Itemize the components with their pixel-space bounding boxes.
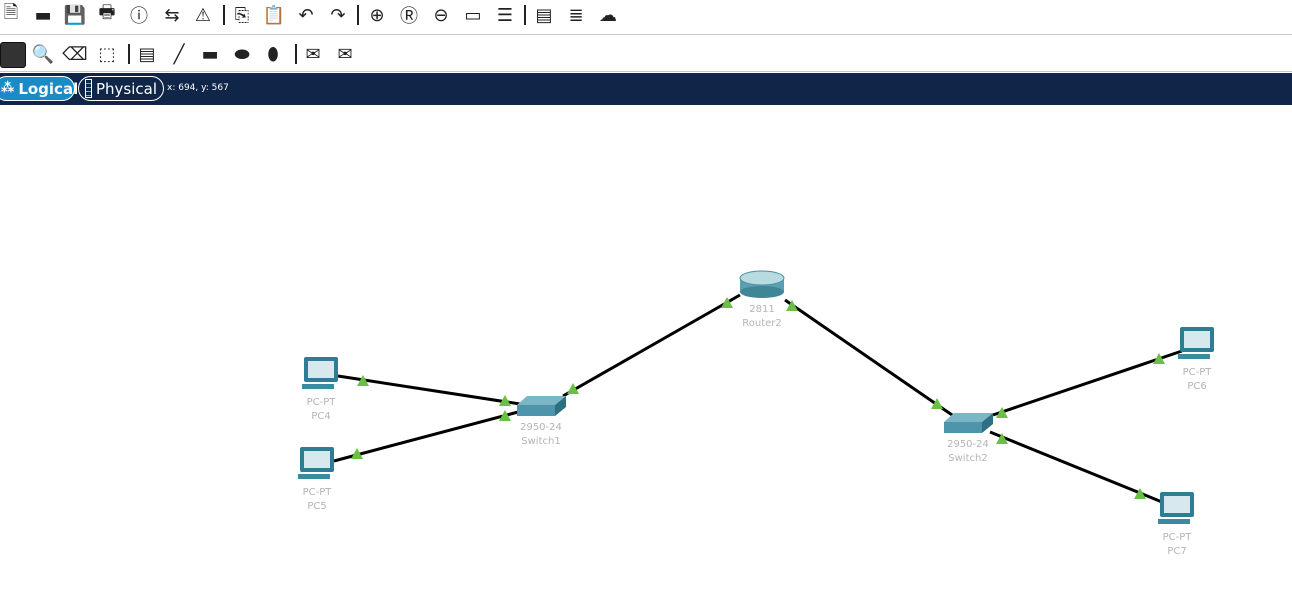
link-status-up-indicator [996,433,1008,444]
device-name-label: PC6 [1187,381,1206,392]
pc-icon [302,357,338,389]
cloud-view-icon[interactable]: ☁ [599,4,617,26]
device-model-label: PC-PT [307,397,337,408]
activity-wizard-icon[interactable]: ⇆ [164,4,180,26]
tab-logical-label: Logical [18,79,79,98]
link-status-up-indicator [1134,488,1146,499]
device-model-label: 2811 [749,304,774,315]
link-status-up-indicator [1153,353,1165,364]
pc-icon [1178,327,1214,359]
resize-icon[interactable]: ⬚ [98,43,116,65]
divider [0,71,1292,72]
ellipse-icon[interactable]: ⬬ [234,43,250,65]
link-router2-switch2[interactable] [784,298,956,419]
link-switch2-pc6[interactable] [992,349,1183,417]
device-name-label: Switch1 [521,436,560,447]
link-status-up-indicator [721,297,733,308]
simple-pdu-icon[interactable]: ✉ [305,43,321,65]
inspect-icon[interactable]: 🔍 [31,43,55,65]
link-status-up-indicator [499,410,511,421]
drawing-toolbar: 🔍 ⌫ ⬚ ▤ ╱ ▬ ⬬ ⬮ ✉ ✉ [0,36,1292,71]
device-name-label: Router2 [742,318,782,329]
note-icon[interactable]: ▤ [138,43,156,65]
toolbar-separator [357,5,359,25]
toolbar-separator [128,44,130,64]
zoom-out-icon[interactable]: ⊖ [433,4,449,26]
link-status-up-indicator [499,395,511,406]
device-name-label: PC4 [311,411,330,422]
link-switch2-pc7[interactable] [989,430,1163,504]
new-file-icon[interactable]: 🗎 [3,2,19,23]
print-icon[interactable]: 🖶 [98,2,116,23]
save-icon[interactable]: 💾 [63,4,87,26]
copy-icon[interactable]: ⎘ [234,4,250,26]
switch-icon [517,396,566,416]
zoom-reset-icon[interactable]: Ⓡ [400,6,418,27]
pc7-device[interactable]: PC-PT PC7 [1158,492,1194,557]
freeform-icon[interactable]: ⬮ [267,43,279,65]
delete-icon[interactable]: ⌫ [62,43,88,65]
custom-device-icon[interactable]: ⚠ [194,4,212,26]
link-switch1-router2[interactable] [562,293,741,398]
toolbar-separator [223,5,225,25]
pc4-device[interactable]: PC-PT PC4 [302,357,338,422]
tab-physical-label: Physical [95,79,157,98]
link-status-up-indicator [351,448,363,459]
info-icon[interactable]: ⓘ [130,6,148,27]
pc-icon [1158,492,1194,524]
toolbar-separator [295,44,297,64]
undo-icon[interactable]: ↶ [298,4,314,26]
workspace-bar: ⁂ Logical Physical x: 694, y: 567 [0,73,1292,105]
redo-icon[interactable]: ↷ [330,4,346,26]
link-status-up-indicator [357,375,369,386]
toolbar-separator [524,5,526,25]
device-model-label: 2950-24 [947,439,989,450]
device-model-label: PC-PT [1183,367,1213,378]
pc6-device[interactable]: PC-PT PC6 [1178,327,1214,392]
link-status-up-indicator [786,300,798,311]
rack-icon [85,79,92,98]
open-folder-icon[interactable]: ▬ [34,4,52,26]
main-toolbar: 🗎 ▬ 💾 🖶 ⓘ ⇆ ⚠ ⎘ 📋 ↶ ↷ ⊕ Ⓡ ⊖ ▭ ☰ ▤ ≣ ☁ [0,0,1292,34]
device-name-label: PC5 [307,501,326,512]
custom-devices-dialog-icon[interactable]: ☰ [496,4,514,26]
tab-physical[interactable]: Physical [78,76,164,101]
device-name-label: Switch2 [948,453,987,464]
server-rack-icon[interactable]: ≣ [568,4,584,26]
link-pc4-switch1[interactable] [337,374,521,406]
router-icon [739,270,785,298]
device-model-label: PC-PT [303,487,333,498]
zoom-in-icon[interactable]: ⊕ [369,4,385,26]
device-name-label: PC7 [1167,546,1186,557]
divider [0,34,1292,35]
network-information-icon[interactable]: ▤ [535,4,553,26]
logical-topology-icon: ⁂ [1,81,15,96]
select-icon[interactable] [0,42,26,68]
complex-pdu-icon[interactable]: ✉ [337,43,353,65]
link-status-up-indicator [567,383,579,394]
rectangle-icon[interactable]: ▬ [201,43,219,65]
cursor-coordinates: x: 694, y: 567 [167,83,229,93]
pc-icon [298,447,334,479]
drawing-palette-icon[interactable]: ▭ [464,4,482,26]
tab-logical[interactable]: ⁂ Logical [0,76,79,101]
switch-icon [944,413,993,433]
pc5-device[interactable]: PC-PT PC5 [298,447,334,512]
link-pc5-switch1[interactable] [333,410,519,463]
paste-icon[interactable]: 📋 [262,4,286,26]
link-status-up-indicator [931,398,943,409]
link-status-up-indicator [996,407,1008,418]
line-icon[interactable]: ╱ [173,43,185,65]
device-model-label: 2950-24 [520,422,562,433]
device-model-label: PC-PT [1163,532,1193,543]
